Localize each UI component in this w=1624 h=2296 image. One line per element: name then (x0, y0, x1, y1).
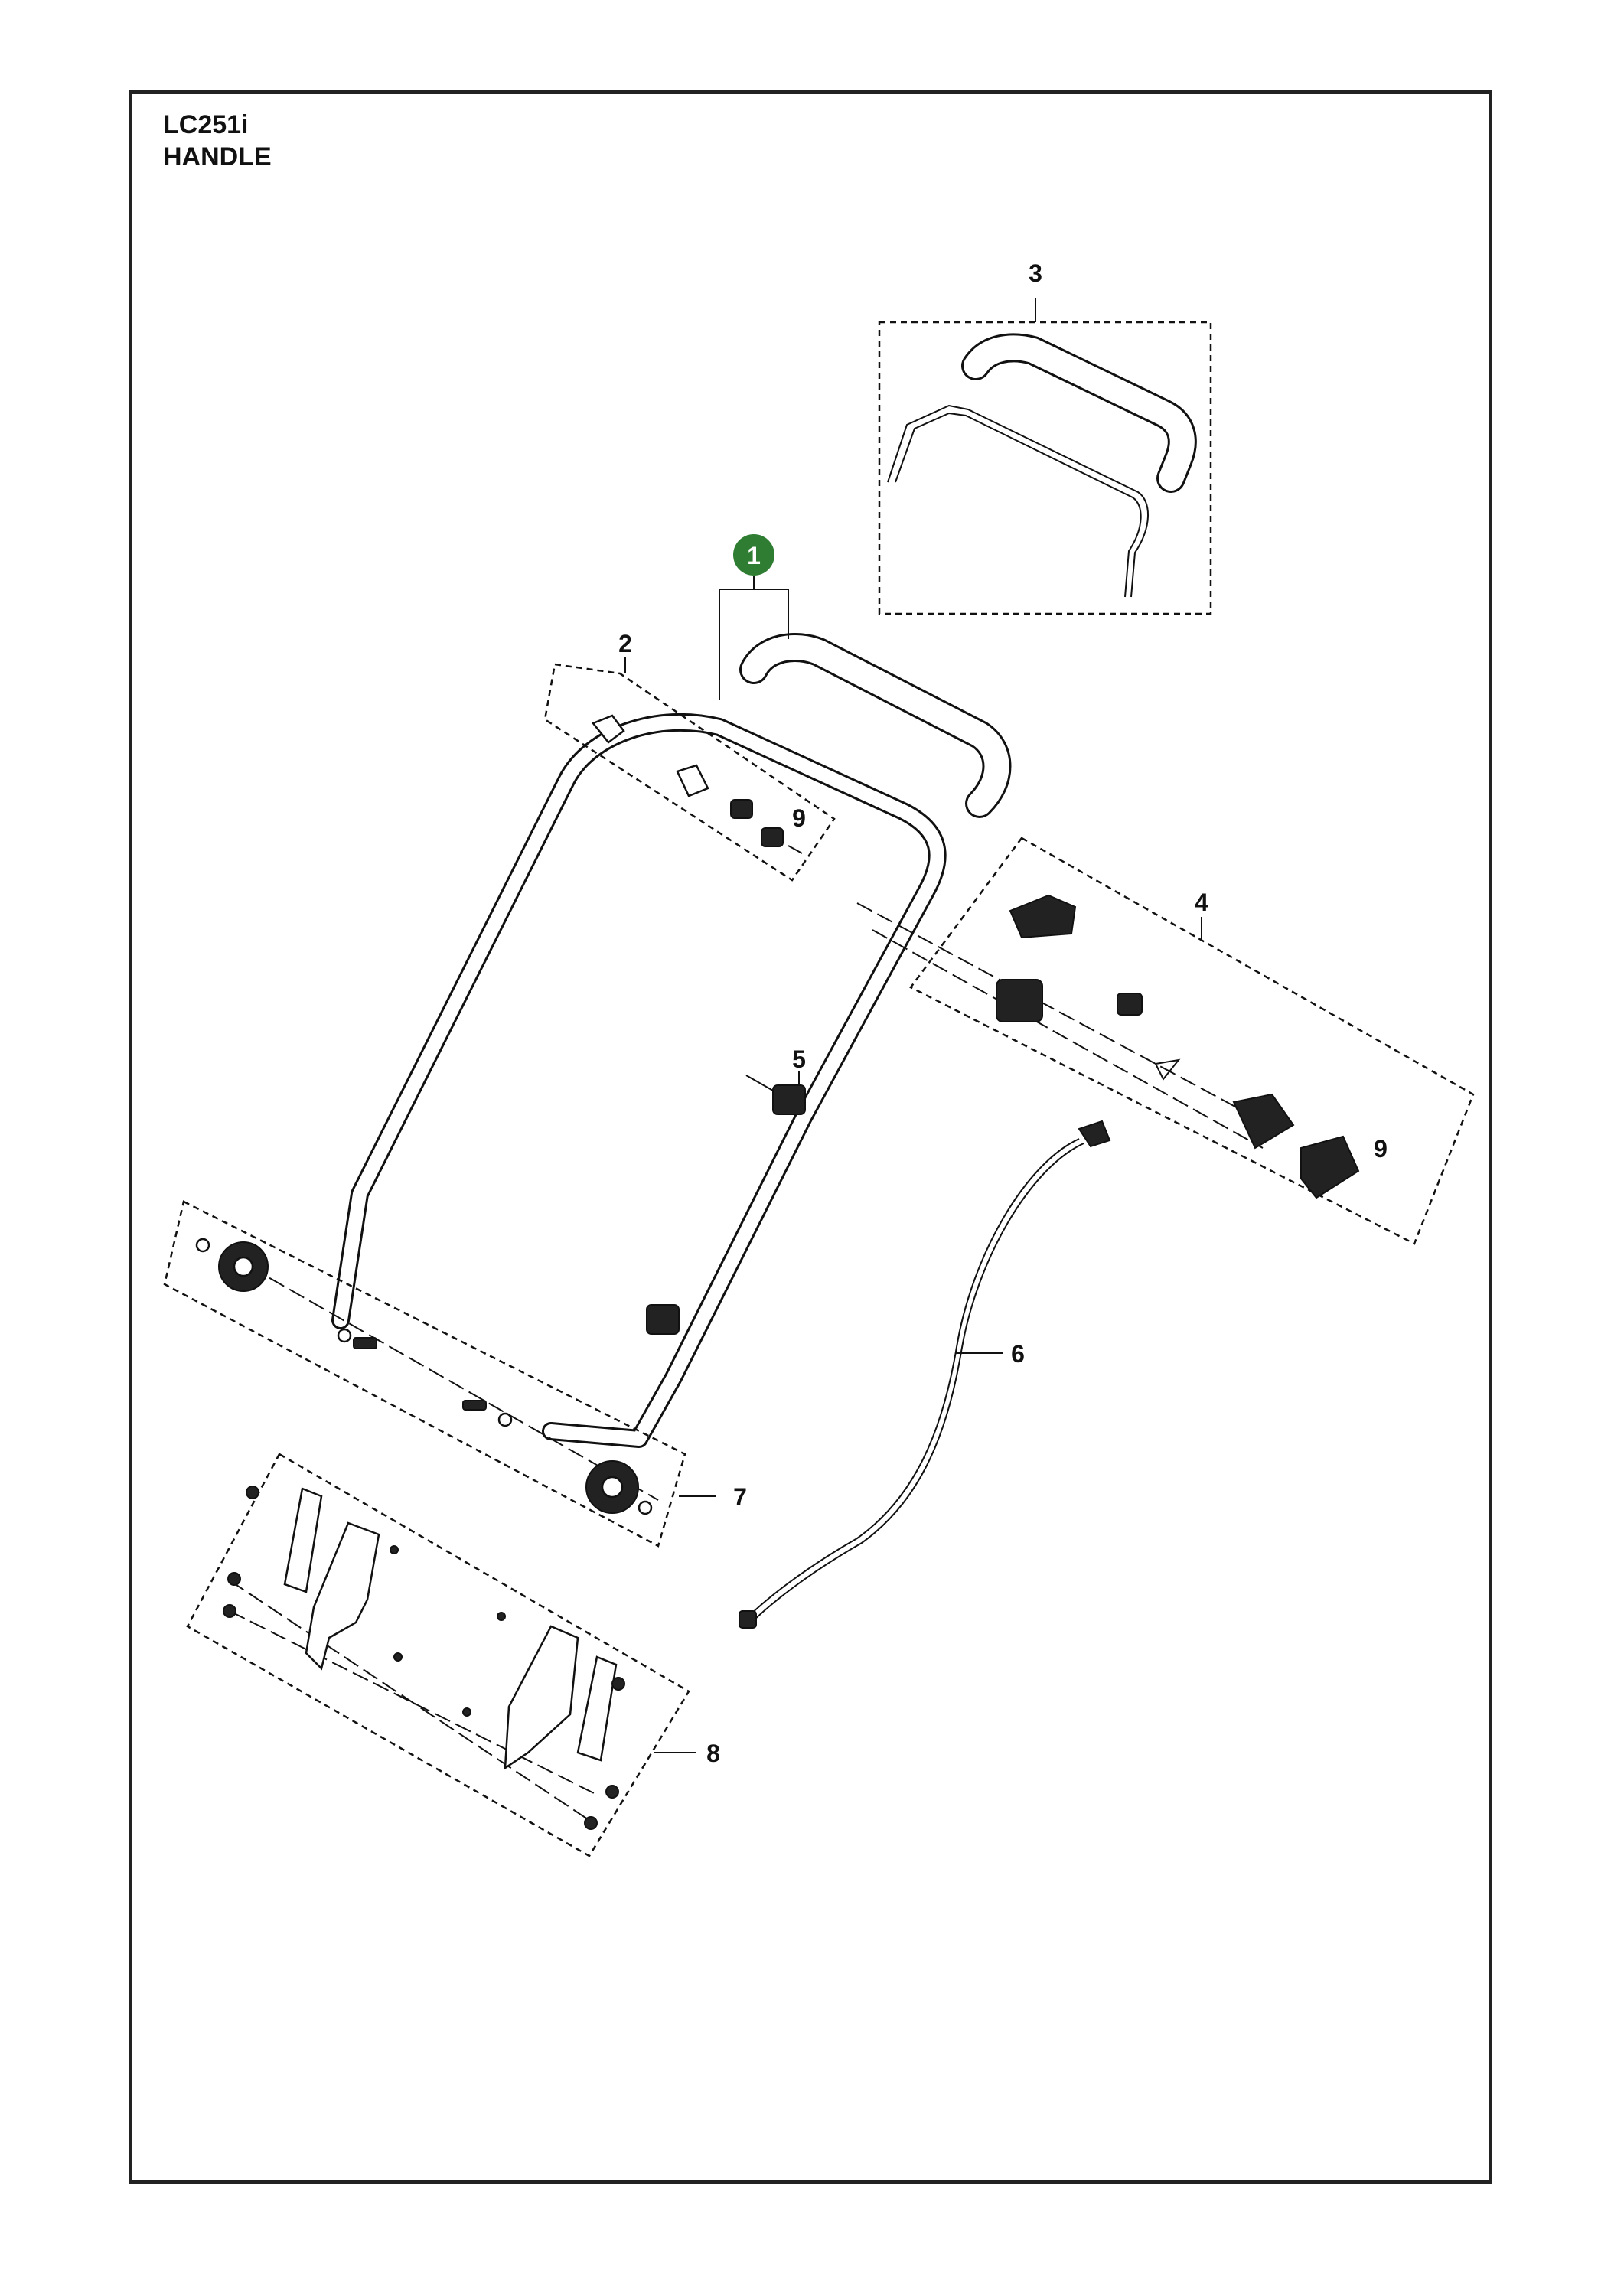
switch-lever (1009, 894, 1077, 939)
part-2-group[interactable] (543, 657, 836, 882)
part-3-wire-frame (895, 412, 1142, 598)
bracket-strip-right (576, 1655, 618, 1762)
switch-cover-outer (1300, 1135, 1360, 1199)
model-name: LC251i (163, 110, 249, 139)
part-4-dashed-box (909, 837, 1475, 1245)
switch-cover-inner (1232, 1093, 1295, 1150)
callout-2: 2 (618, 630, 632, 657)
bracket-strip-left (283, 1487, 323, 1593)
part-5-clip-lower (646, 1304, 680, 1335)
part-8-dashed-box (186, 1453, 690, 1857)
part-8-group[interactable] (186, 1453, 696, 1857)
part-2-clip (591, 714, 625, 744)
section-name: HANDLE (163, 142, 272, 171)
cable-line (745, 1138, 1080, 1619)
part-4-group[interactable] (856, 837, 1475, 1245)
callout-3: 3 (1029, 259, 1042, 287)
drawing-title: LC251i HANDLE (163, 109, 272, 173)
part-2-dashed-box (543, 663, 836, 882)
part-7-dashed-box (163, 1200, 686, 1548)
callout-7: 7 (733, 1483, 747, 1511)
part-5-clip[interactable] (646, 1071, 806, 1335)
part-1-handle[interactable] (331, 576, 1012, 1448)
switch-housing (996, 979, 1043, 1022)
bracket-plate-right (504, 1625, 579, 1770)
part-7-group[interactable] (163, 1200, 716, 1548)
callout-4: 4 (1195, 889, 1208, 916)
pivot-bolt (353, 1337, 377, 1349)
part-3-group[interactable] (878, 298, 1212, 615)
callout-9-upper: 9 (792, 804, 806, 832)
bracket-plate-left (305, 1521, 380, 1671)
callout-1: 1 (747, 542, 761, 569)
callout-5: 5 (792, 1045, 806, 1073)
callout-labels: 1 2 3 4 5 6 7 8 9 9 (618, 259, 1388, 1767)
callout-8: 8 (706, 1740, 720, 1767)
handle-tube (331, 713, 947, 1448)
part-6-cable[interactable] (739, 1120, 1111, 1629)
callout-9-lower: 9 (1374, 1135, 1388, 1163)
callout-6: 6 (1011, 1340, 1025, 1368)
part-1-highlight-badge[interactable] (733, 534, 774, 576)
drawing-frame (129, 90, 1492, 2184)
part-3-dashed-box (878, 321, 1212, 615)
